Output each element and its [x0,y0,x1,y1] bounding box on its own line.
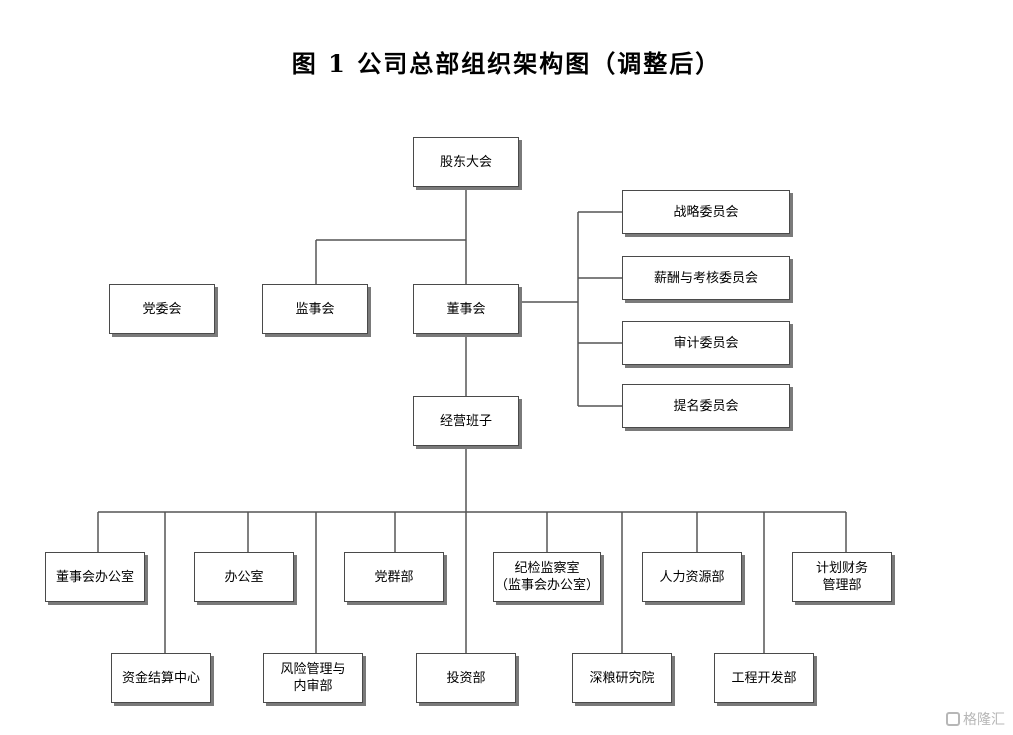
node-risk-audit: 风险管理与 内审部 [263,653,363,703]
node-office: 办公室 [194,552,294,602]
node-audit-committee: 审计委员会 [622,321,790,365]
node-finance: 计划财务 管理部 [792,552,892,602]
node-party-dept: 党群部 [344,552,444,602]
node-shareholders: 股东大会 [413,137,519,187]
node-grain-institute: 深粮研究院 [572,653,672,703]
watermark: 格隆汇 [946,709,1005,729]
node-party-committee: 党委会 [109,284,215,334]
watermark-logo-icon [946,712,960,726]
node-supervisory-board: 监事会 [262,284,368,334]
node-discipline: 纪检监察室 （监事会办公室） [493,552,601,602]
node-investment: 投资部 [416,653,516,703]
chart-title: 图 1 公司总部组织架构图（调整后） [291,49,722,78]
node-strategy-committee: 战略委员会 [622,190,790,234]
node-hr: 人力资源部 [642,552,742,602]
node-board-office: 董事会办公室 [45,552,145,602]
node-engineering: 工程开发部 [714,653,814,703]
node-compensation-committee: 薪酬与考核委员会 [622,256,790,300]
node-board: 董事会 [413,284,519,334]
node-nomination-committee: 提名委员会 [622,384,790,428]
node-management: 经营班子 [413,396,519,446]
node-fund-center: 资金结算中心 [111,653,211,703]
